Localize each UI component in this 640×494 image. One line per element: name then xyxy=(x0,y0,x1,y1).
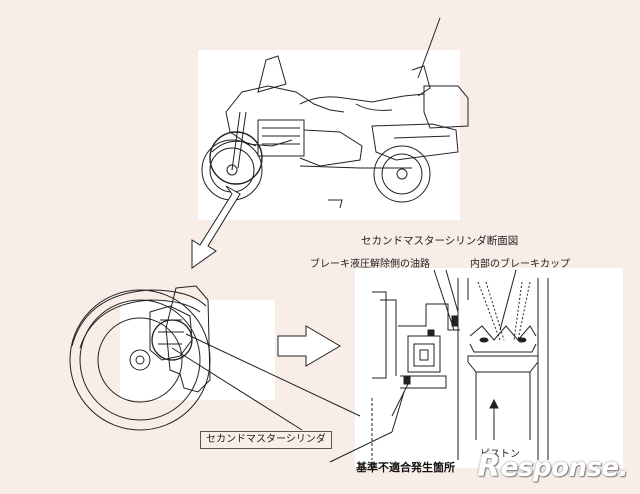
brake-cup-label: 内部のブレーキカップ xyxy=(470,259,570,270)
second-master-cylinder-label: セカンドマスターシリンダ xyxy=(200,431,332,449)
oil-passage-label: ブレーキ液圧解除側の油路 xyxy=(310,259,430,270)
cross-section-panel xyxy=(355,268,623,468)
nonconformity-location-label: 基準不適合発生箇所 xyxy=(356,461,455,474)
cylinder-cross-section xyxy=(371,269,549,460)
wheel-panel xyxy=(120,300,275,400)
response-watermark: Response. xyxy=(477,449,628,484)
arrow-down-left xyxy=(191,185,241,269)
motorcycle-panel xyxy=(198,50,460,220)
piston-label: ピストン xyxy=(480,449,520,460)
motorcycle-illustration xyxy=(201,17,469,209)
cross-section-title: セカンドマスターシリンダ断面図 xyxy=(361,235,519,247)
response-logo-icon: R xyxy=(477,449,500,484)
arrow-right xyxy=(277,325,341,367)
watermark-text: esponse. xyxy=(500,453,629,483)
front-wheel-illustration xyxy=(69,285,361,431)
